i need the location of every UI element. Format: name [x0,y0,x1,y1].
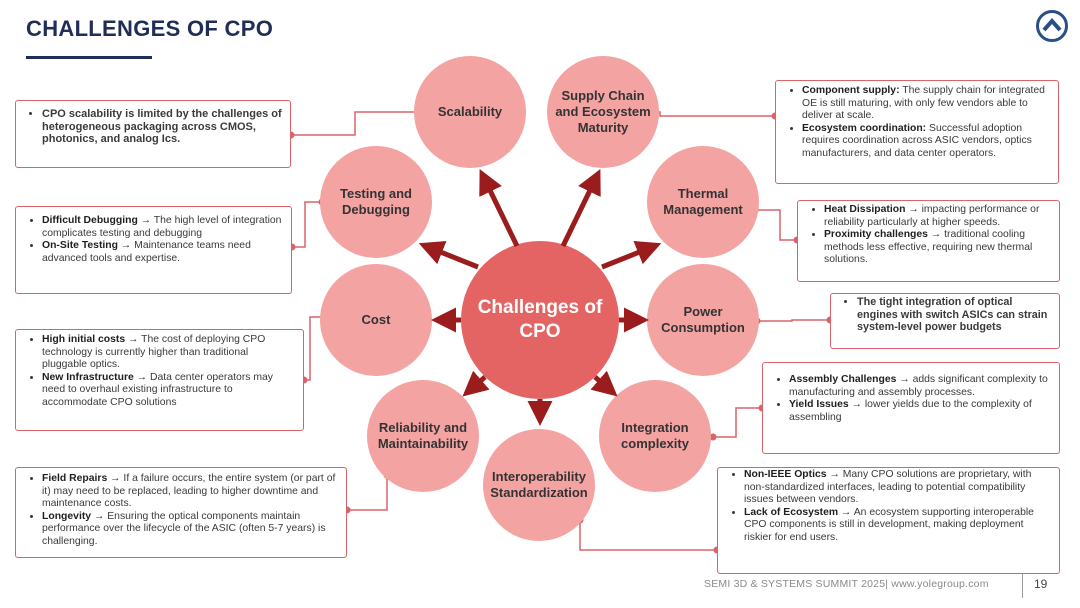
title-underline [26,56,152,59]
box-supply-chain: Component supply: The supply chain for i… [775,80,1059,184]
center-label: Challenges of CPO [477,297,603,342]
node-circle-integration [599,380,711,492]
chevron-up-circle-icon [1036,10,1068,42]
footer-divider [1022,574,1023,598]
node-label-integration: Integration complexity [621,420,689,451]
node-circle-cost [320,264,432,376]
node-label-power: Power Consumption [661,304,745,335]
node-label-testing: Testing and Debugging [340,186,412,217]
node-circle-scalability [414,56,526,168]
page-title: CHALLENGES OF CPO [26,16,274,41]
list-item: Field Repairs → If a failure occurs, the… [42,473,338,511]
box-testing: Difficult Debugging → The high level of … [15,206,292,294]
node-circle-reliability [367,380,479,492]
list-item: Non-IEEE Optics → Many CPO solutions are… [744,469,1051,507]
node-label-thermal: Thermal Management [663,186,743,217]
list-item: Ecosystem coordination: Successful adopt… [802,123,1050,161]
list-item: Proximity challenges → traditional cooli… [824,229,1051,267]
box-scalability-text: CPO scalability is limited by the challe… [42,108,282,146]
node-circle-testing [320,146,432,258]
box-cost: High initial costs → The cost of deployi… [15,329,304,431]
node-circle-interoperability [483,429,595,541]
box-scalability: CPO scalability is limited by the challe… [15,100,291,168]
box-power: The tight integration of optical engines… [830,293,1060,349]
list-item: Yield Issues → lower yields due to the c… [789,399,1051,424]
list-item: Component supply: The supply chain for i… [802,85,1050,123]
box-power-text: The tight integration of optical engines… [857,296,1051,334]
list-item: Longevity → Ensuring the optical compone… [42,511,338,549]
list-item: High initial costs → The cost of deployi… [42,334,295,372]
list-item: Lack of Ecosystem → An ecosystem support… [744,507,1051,545]
node-circles [320,56,759,541]
node-circle-power [647,264,759,376]
list-item: On-Site Testing → Maintenance teams need… [42,240,283,265]
arrows [418,169,662,426]
list-item: Assembly Challenges → adds significant c… [789,374,1051,399]
node-label-interoperability: Interoperability Standardization [490,469,588,500]
box-reliability: Field Repairs → If a failure occurs, the… [15,467,347,558]
box-thermal: Heat Dissipation → impacting performance… [797,200,1060,282]
footer-text: SEMI 3D & SYSTEMS SUMMIT 2025| www.yoleg… [704,578,989,590]
node-label-supply-chain: Supply Chain and Ecosystem Maturity [555,88,651,135]
node-circle-thermal [647,146,759,258]
node-circle-supply-chain [547,56,659,168]
box-interoperability: Non-IEEE Optics → Many CPO solutions are… [717,467,1060,574]
center-circle [461,241,619,399]
node-label-scalability: Scalability [437,104,503,119]
list-item: Difficult Debugging → The high level of … [42,215,283,240]
page-number: 19 [1034,577,1048,591]
box-integration: Assembly Challenges → adds significant c… [762,362,1060,454]
node-label-cost: Cost [361,312,391,327]
list-item: Heat Dissipation → impacting performance… [824,204,1051,229]
node-label-reliability: Reliability and Maintainability [377,420,469,451]
list-item: New Infrastructure → Data center operato… [42,372,295,410]
